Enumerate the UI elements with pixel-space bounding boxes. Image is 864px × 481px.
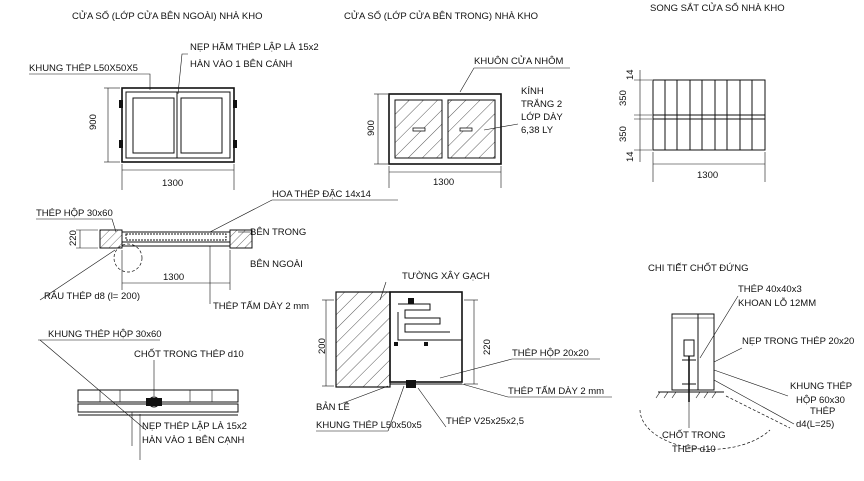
glass-label-3: LỚP DÀY [521, 112, 563, 123]
bolt-rod-label-2: d4(L=25) [796, 419, 834, 430]
plan-wall-left [99, 229, 123, 249]
hinge-frame-label: KHUNG THÉP HỘP 30x60 [48, 329, 162, 340]
wall-frame [389, 291, 463, 383]
hinge-weld-label: HÀN VÀO 1 BÊN CẠNH [142, 435, 245, 446]
plan-outside-label: BÊN NGOÀI [250, 259, 303, 270]
grille-bars [664, 80, 753, 150]
plan-inside-label: BÊN TRONG [250, 227, 306, 238]
outer-strip-label: NẸP HÃM THÉP LẬP LÀ 15x2 [190, 42, 319, 53]
outer-window-title: CỬA SỔ (LỚP CỬA BÊN NGOÀI) NHÀ KHO [72, 10, 263, 22]
plan-box-label: THÉP HỘP 30x60 [36, 208, 113, 219]
bolt-pin-label-1: CHỐT TRONG [662, 429, 726, 441]
inner-frame-label: KHUÔN CỬA NHÔM [474, 55, 563, 67]
inner-dim-height: 900 [366, 120, 377, 136]
vertical-bolt-detail: CHI TIẾT CHỐT ĐỨNG THÉP 40x40x3 KHOAN LỖ… [639, 262, 854, 455]
plan-wall-right [229, 229, 253, 249]
grille-dim-top-small: 14 [625, 69, 636, 80]
glass-label-1: KÍNH [521, 86, 544, 97]
grille-dim-bottom-small: 14 [625, 151, 636, 162]
bolt-pin-label-2: THÉP d10 [672, 444, 716, 455]
ground-hatch [655, 391, 717, 399]
bolt-rod-label-1: THÉP [810, 406, 835, 417]
bolt-steel-label-1: THÉP 40x40x3 [738, 284, 802, 295]
grille-dim-top: 350 [618, 90, 629, 106]
inner-glass-right [447, 99, 496, 159]
outer-frame [121, 87, 235, 163]
bolt-pin [683, 339, 695, 357]
outer-weld-label: HÀN VÀO 1 BÊN CÁNH [190, 59, 293, 70]
plan-dim-width: 1300 [163, 272, 184, 283]
bolt-steel-label-2: KHOAN LỖ 12MM [738, 297, 816, 309]
outer-window-elevation: CỬA SỔ (LỚP CỬA BÊN NGOÀI) NHÀ KHO NẸP H… [29, 10, 319, 190]
inner-frame [388, 93, 502, 165]
outer-dim-width: 1300 [162, 178, 183, 189]
outer-frame-label: KHUNG THÉP L50X50X5 [29, 63, 138, 74]
glass-label-2: TRẮNG 2 [521, 99, 562, 110]
glass-label-4: 6,38 LY [521, 125, 554, 136]
hinge-detail: KHUNG THÉP HỘP 30x60 CHỐT TRONG THÉP d10… [38, 329, 247, 460]
wall-brick [335, 291, 391, 388]
plan-dim-thickness: 220 [68, 230, 79, 246]
grille-dim-width: 1300 [697, 170, 718, 181]
wall-frame-label: KHUNG THÉP L50x50x5 [316, 420, 422, 431]
wall-box-label: THÉP HỘP 20x20 [512, 348, 589, 359]
plan-plate-label: THÉP TẤM DÀY 2 mm [213, 301, 309, 312]
wall-dim-left: 200 [317, 338, 328, 354]
wall-angle-label: THÉP V25x25x2,5 [446, 416, 524, 427]
inner-window-title: CỬA SỔ (LỚP CỬA BÊN TRONG) NHÀ KHO [344, 10, 538, 22]
wall-label: TƯỜNG XÂY GẠCH [402, 271, 490, 282]
plan-anchor-label: RÂU THÉP d8 (l= 200) [44, 291, 140, 302]
wall-section-detail: TƯỜNG XÂY GẠCH 200 220 THÉP HỘP 20x20 TH… [316, 271, 612, 432]
inner-window-elevation: CỬA SỔ (LỚP CỬA BÊN TRONG) NHÀ KHO KHUÔN… [344, 10, 570, 188]
bolt-frame-label-1: KHUNG THÉP [790, 381, 852, 392]
hinge-pin-label: CHỐT TRONG THÉP d10 [134, 348, 244, 360]
outer-leaf-left [132, 97, 175, 154]
hinge-strip-label: NẸP THÉP LẬP LÀ 15x2 [142, 421, 247, 432]
window-plan-section: THÉP HỘP 30x60 HOA THÉP ĐẶC 14x14 BÊN TR… [36, 189, 398, 312]
bolt-title: CHI TIẾT CHỐT ĐỨNG [648, 262, 748, 274]
wall-plate-label: THÉP TẤM DÀY 2 mm [508, 386, 604, 397]
grille-dim-bottom: 350 [618, 126, 629, 142]
outer-dim-height: 900 [88, 114, 99, 130]
wall-hinge-label: BẢN LỀ [316, 401, 350, 413]
inner-dim-width: 1300 [433, 177, 454, 188]
wall-dim-right: 220 [482, 339, 493, 355]
bolt-callout-arc [639, 409, 771, 450]
plan-bar-label: HOA THÉP ĐẶC 14x14 [272, 189, 371, 200]
outer-leaf-right [180, 97, 223, 154]
window-grille-elevation: SONG SẮT CỬA SỔ NHÀ KHO 14 350 350 14 13… [618, 2, 785, 182]
bolt-strip-label: NẸP TRONG THÉP 20x20 [742, 336, 854, 347]
bolt-frame-label-2: HỘP 60x30 [796, 395, 845, 406]
grille-title: SONG SẮT CỬA SỔ NHÀ KHO [650, 2, 785, 14]
